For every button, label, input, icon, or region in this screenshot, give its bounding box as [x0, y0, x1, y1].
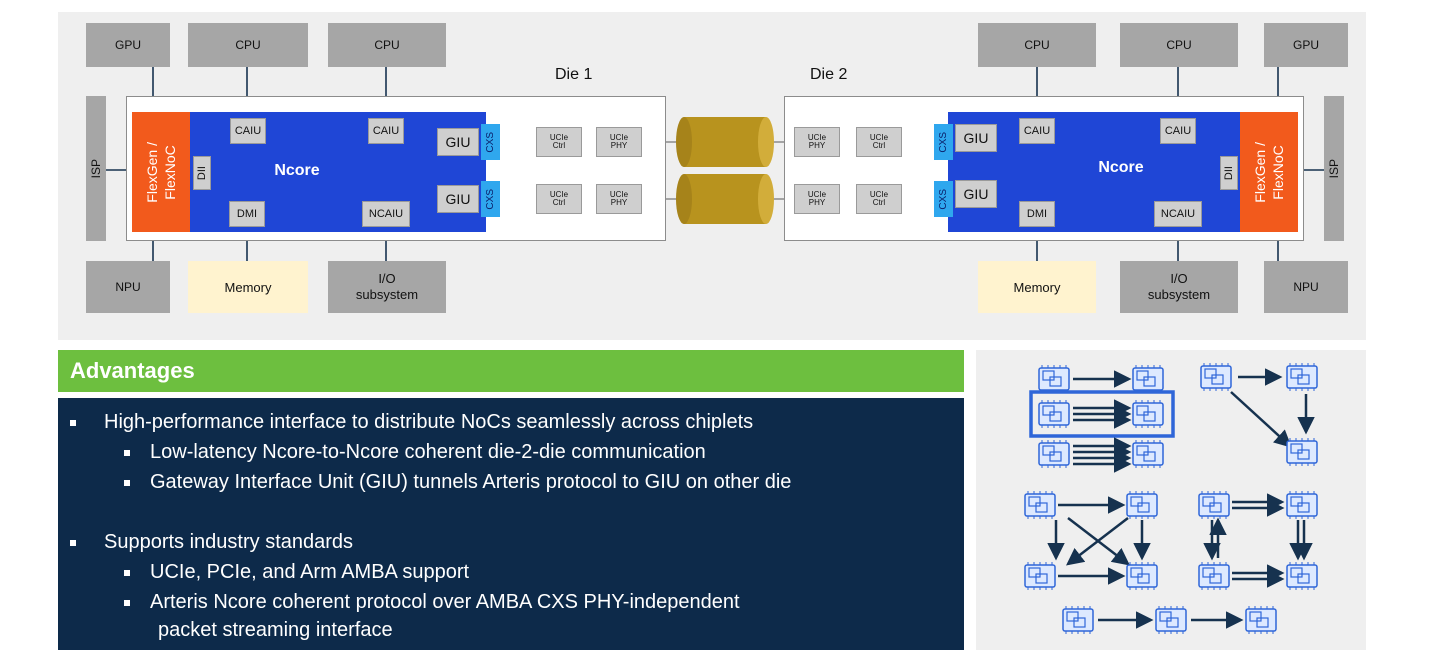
- dii-box: DII: [193, 156, 211, 190]
- topology-illustrations: [1024, 362, 1318, 635]
- cpu-box: CPU: [328, 23, 446, 67]
- flexnoc-block: FlexGen /FlexNoC: [132, 112, 190, 232]
- advantages-panel: High-performance interface to distribute…: [58, 398, 964, 650]
- isp-box: ISP: [1324, 96, 1344, 241]
- memory-box: Memory: [978, 261, 1096, 313]
- caiu-box: CAIU: [1160, 118, 1196, 144]
- gpu-box: GPU: [1264, 23, 1348, 67]
- gpu-box: GPU: [86, 23, 170, 67]
- ncore-label: Ncore: [1098, 159, 1144, 176]
- cxs-box: CXS: [934, 181, 953, 217]
- die-1-label: Die 1: [555, 66, 593, 83]
- bullet-item: Supports industry standards: [70, 530, 353, 554]
- dii-box: DII: [1220, 156, 1238, 190]
- cxs-box: CXS: [481, 181, 500, 217]
- giu-box: GIU: [955, 124, 997, 152]
- cpu-box: CPU: [1120, 23, 1238, 67]
- giu-box: GIU: [437, 185, 479, 213]
- giu-box: GIU: [955, 180, 997, 208]
- sub-bullet-item: UCIe, PCIe, and Arm AMBA support: [124, 560, 469, 584]
- npu-box: NPU: [86, 261, 170, 313]
- ncaiu-box: NCAIU: [362, 201, 410, 227]
- advantages-header: Advantages: [58, 350, 964, 392]
- sub-bullet-item: Gateway Interface Unit (GIU) tunnels Art…: [124, 470, 791, 494]
- die-2-label: Die 2: [810, 66, 848, 83]
- ncore-label: Ncore: [274, 162, 320, 179]
- d2d-link-cylinders: [676, 117, 774, 224]
- cxs-box: CXS: [481, 124, 500, 160]
- isp-box: ISP: [86, 96, 106, 241]
- npu-box: NPU: [1264, 261, 1348, 313]
- dmi-box: DMI: [1019, 201, 1055, 227]
- sub-bullet-continuation: packet streaming interface: [158, 619, 393, 641]
- caiu-box: CAIU: [368, 118, 404, 144]
- giu-box: GIU: [437, 128, 479, 156]
- cxs-box: CXS: [934, 124, 953, 160]
- sub-bullet-item: Arteris Ncore coherent protocol over AMB…: [124, 590, 740, 614]
- caiu-box: CAIU: [1019, 118, 1055, 144]
- cpu-box: CPU: [978, 23, 1096, 67]
- ncaiu-box: NCAIU: [1154, 201, 1202, 227]
- dmi-box: DMI: [229, 201, 265, 227]
- flexnoc-block: FlexGen /FlexNoC: [1240, 112, 1298, 232]
- sub-bullet-item: Low-latency Ncore-to-Ncore coherent die-…: [124, 440, 706, 464]
- memory-box: Memory: [188, 261, 308, 313]
- caiu-box: CAIU: [230, 118, 266, 144]
- bullet-item: High-performance interface to distribute…: [70, 410, 753, 434]
- cpu-box: CPU: [188, 23, 308, 67]
